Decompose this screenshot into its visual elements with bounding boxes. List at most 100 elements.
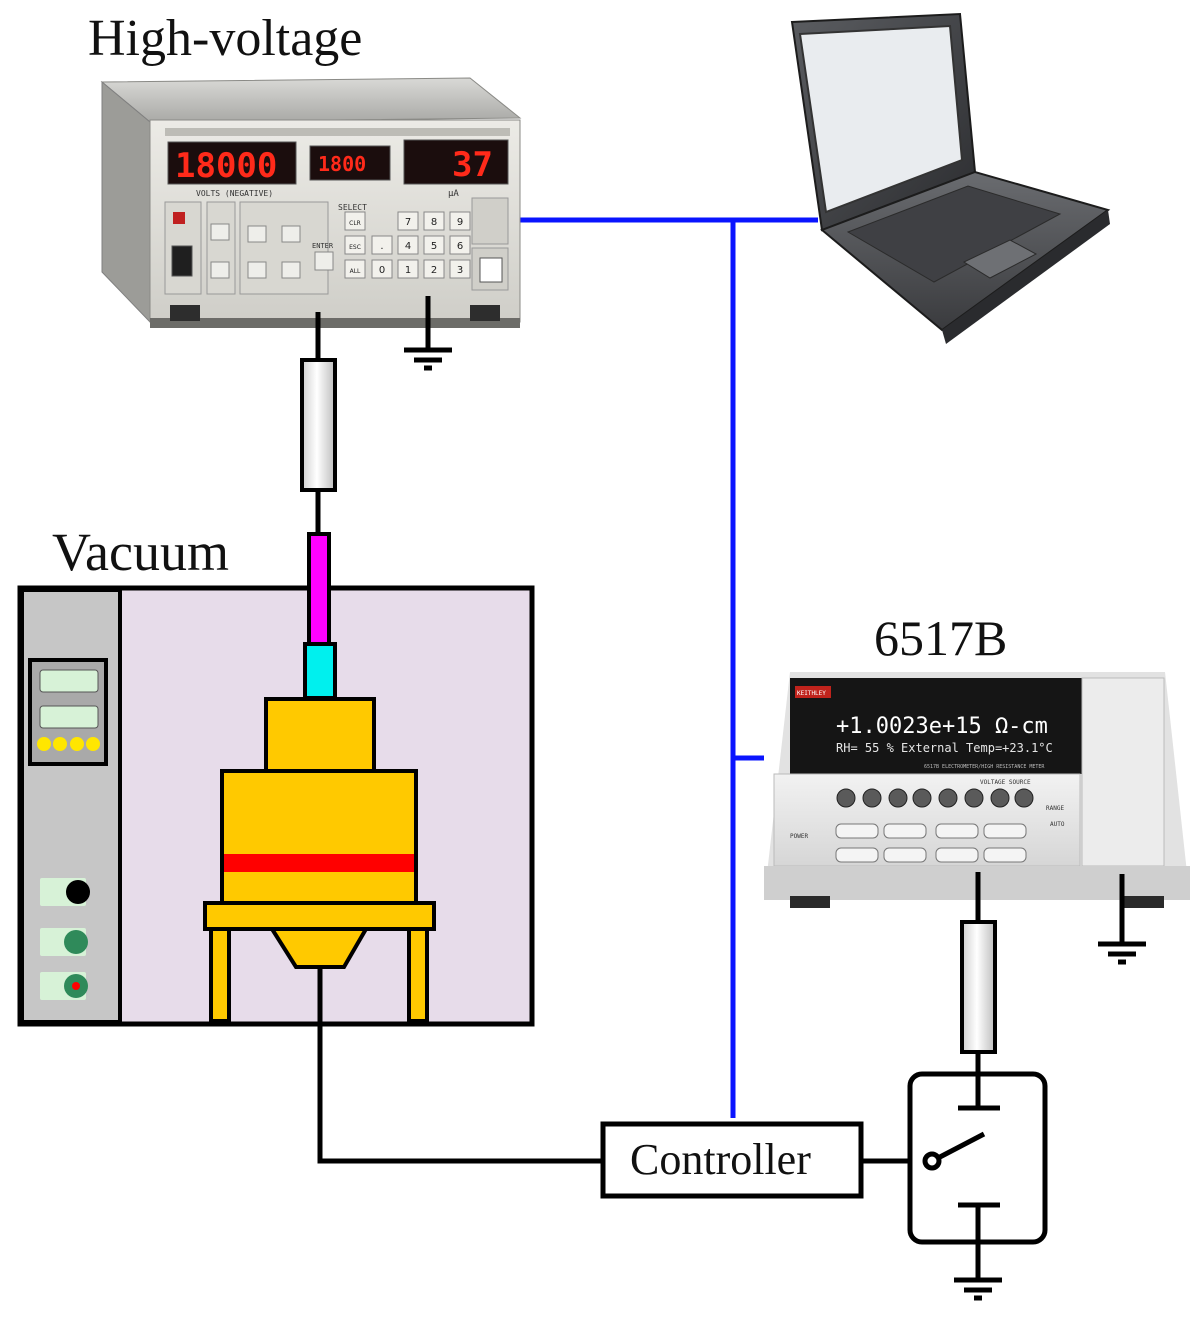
hv-ground-symbol (404, 296, 452, 371)
meter-key-2[interactable] (935, 823, 979, 839)
chamber-display-2 (39, 705, 99, 729)
hv-key-label: 7 (405, 217, 411, 228)
hv-key-label: 0 (379, 265, 385, 276)
hv-key-label: 3 (457, 265, 463, 276)
hv-key-label: 8 (431, 217, 437, 228)
hv-mode-button-2[interactable] (210, 261, 230, 279)
meter-knob-7[interactable] (1014, 788, 1034, 808)
chamber-control-panel (20, 588, 122, 1024)
meter-series-resistor (960, 920, 997, 1054)
upper-electrode-rod (307, 532, 331, 648)
hv-key-label: ESC (349, 244, 361, 251)
keithley-brand: KEITHLEY (797, 690, 826, 697)
meter-knob-5[interactable] (964, 788, 984, 808)
sample-holder (203, 697, 436, 1023)
chamber-knob-black[interactable] (66, 880, 90, 904)
meter-key-rows (835, 823, 1027, 863)
power-label: POWER (790, 833, 808, 840)
hv-key-label: 6 (457, 241, 463, 252)
range-label: RANGE (1046, 805, 1064, 812)
controller-box: Controller (600, 1121, 864, 1199)
hv-key-13[interactable] (344, 259, 366, 279)
hv-key-0[interactable] (397, 211, 419, 231)
hv-enter-key[interactable] (314, 251, 334, 271)
controller-label: Controller (630, 1135, 811, 1184)
communication-bus (518, 217, 818, 1118)
keithley-logo (795, 686, 831, 698)
high-voltage-supply: 18000 1800 37 VOLTS (NEGATIVE) μA SELECT… (100, 77, 522, 328)
meter-knob-4[interactable] (938, 788, 958, 808)
hv-volts-caption: VOLTS (NEGATIVE) (196, 189, 273, 198)
hv-key-2[interactable] (449, 211, 471, 231)
auto-label: AUTO (1050, 821, 1065, 828)
hv-select-label: SELECT (338, 203, 367, 212)
chamber-display-1 (39, 669, 99, 693)
switch-ground-symbol (954, 1277, 1002, 1301)
hv-output-cable (300, 312, 337, 536)
meter-main-reading: +1.0023e+15 Ω-cm (836, 714, 1048, 739)
hv-key-4[interactable] (423, 235, 445, 255)
laptop-icon (790, 12, 1111, 344)
meter-key-1[interactable] (883, 823, 927, 839)
chamber-knob-green[interactable] (64, 930, 88, 954)
hv-key-12[interactable] (344, 235, 366, 255)
hv-mode-button-1[interactable] (210, 223, 230, 241)
vacuum-label: Vacuum (52, 522, 229, 582)
hv-setpoint-display: 1800 (318, 152, 366, 176)
meter-knob-1[interactable] (862, 788, 882, 808)
meter-sub-reading: RH= 55 % External Temp=+23.1°C (836, 741, 1053, 755)
hv-output-button[interactable] (479, 257, 503, 283)
hv-series-resistor (300, 358, 337, 492)
hv-keypad: 7 8 9 4 5 6 1 2 3 0. CLR ESC ALL (344, 211, 471, 279)
hv-current-display: 37 (452, 145, 493, 185)
meter-knob-3[interactable] (912, 788, 932, 808)
hv-key-label: 4 (405, 241, 411, 252)
hv-key-label: 2 (431, 265, 437, 276)
hv-left-arrow-key[interactable] (247, 225, 267, 243)
hv-right-arrow-key[interactable] (247, 261, 267, 279)
meter-ground-symbol (1098, 874, 1146, 965)
meter-key-6[interactable] (935, 847, 979, 863)
hv-key-label: CLR (349, 220, 361, 227)
chamber-indicator-leds (37, 737, 100, 751)
meter-knob-row (836, 788, 1034, 808)
hv-key-9[interactable] (371, 259, 393, 279)
hv-key-label: 5 (431, 241, 437, 252)
hv-key-11[interactable] (344, 211, 366, 231)
hv-key-10[interactable] (371, 235, 393, 255)
meter-model-label: 6517B (874, 610, 1007, 666)
hv-key-8[interactable] (449, 259, 471, 279)
electrometer-6517b: KEITHLEY +1.0023e+15 Ω-cm RH= 55 % Exter… (764, 672, 1190, 908)
hv-key-1[interactable] (423, 211, 445, 231)
hv-voltage-display: 18000 (175, 146, 277, 186)
meter-key-5[interactable] (883, 847, 927, 863)
meter-knob-2[interactable] (888, 788, 908, 808)
voltage-source-label: VOLTAGE SOURCE (980, 779, 1031, 786)
hv-key-label: 9 (457, 217, 463, 228)
hv-current-unit: μA (448, 189, 459, 199)
meter-knob-0[interactable] (836, 788, 856, 808)
chamber-to-controller-wire (317, 967, 604, 1164)
hv-key-label: . (380, 241, 383, 252)
hv-key-5[interactable] (449, 235, 471, 255)
hv-key-7[interactable] (423, 259, 445, 279)
hv-power-switch[interactable] (171, 245, 193, 277)
electrode-insulator (303, 642, 337, 700)
meter-knob-6[interactable] (990, 788, 1010, 808)
meter-key-7[interactable] (983, 847, 1027, 863)
hv-key-6[interactable] (397, 259, 419, 279)
heater-band (224, 854, 414, 872)
switch-symbol (907, 1071, 1048, 1280)
hv-up-arrow-key[interactable] (281, 225, 301, 243)
high-voltage-label: High-voltage (88, 10, 362, 67)
hv-key-label: 1 (405, 265, 411, 276)
meter-key-0[interactable] (835, 823, 879, 839)
meter-model-caption: 6517B ELECTROMETER/HIGH RESISTANCE METER (924, 764, 1045, 770)
meter-key-4[interactable] (835, 847, 879, 863)
hv-key-label: ALL (350, 268, 361, 275)
meter-key-3[interactable] (983, 823, 1027, 839)
hv-enter-label: ENTER (312, 242, 334, 250)
hv-down-arrow-key[interactable] (281, 261, 301, 279)
hv-key-3[interactable] (397, 235, 419, 255)
